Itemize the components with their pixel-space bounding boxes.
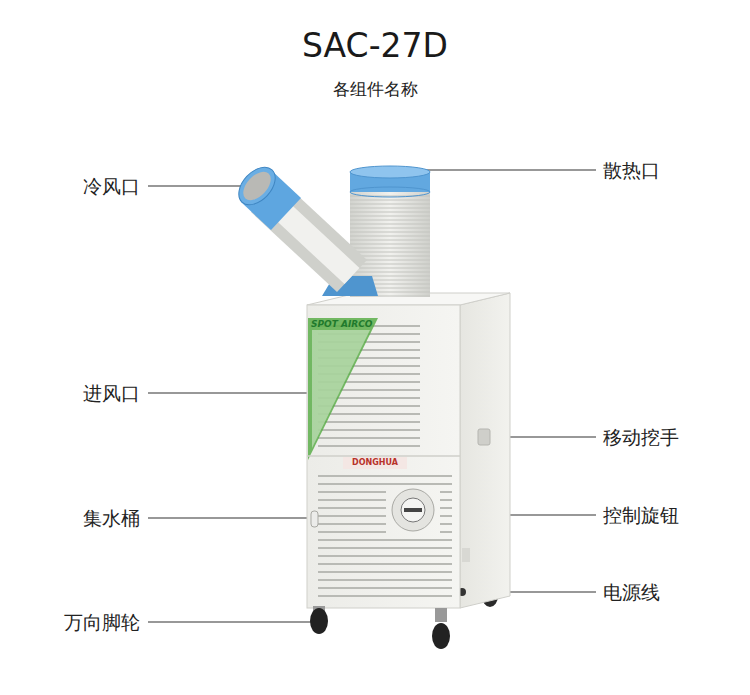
control-knob bbox=[401, 498, 425, 522]
panel-divider bbox=[307, 455, 460, 457]
subtitle: 各组件名称 bbox=[333, 79, 418, 99]
part-name: 移动挖手 bbox=[603, 426, 679, 449]
sticker-panel bbox=[312, 330, 370, 448]
brand-band bbox=[343, 457, 407, 469]
part-name: 万向脚轮 bbox=[64, 611, 140, 634]
bucket-handle bbox=[311, 511, 318, 527]
part-name: 集水桶 bbox=[83, 507, 140, 530]
sticker-text: SPOT AIRCO bbox=[311, 319, 373, 330]
brand-text: DONGHUA bbox=[352, 458, 398, 468]
front-panel bbox=[307, 305, 460, 608]
title: SAC-27D bbox=[302, 26, 448, 66]
cold-air-duct bbox=[232, 160, 378, 296]
side-panel bbox=[460, 293, 510, 608]
knob-grip bbox=[404, 508, 422, 512]
part-name: 电源线 bbox=[603, 581, 660, 604]
part-name: 控制旋钮 bbox=[603, 504, 679, 527]
side-label bbox=[462, 548, 470, 562]
part-name: 进风口 bbox=[83, 382, 140, 405]
part-name: 散热口 bbox=[603, 159, 660, 182]
leader-lines bbox=[148, 170, 596, 622]
lower-grille bbox=[318, 476, 452, 596]
sticker bbox=[308, 318, 378, 460]
caster-wheels-front bbox=[310, 606, 450, 649]
part-name: 冷风口 bbox=[83, 175, 140, 198]
side-handle bbox=[478, 429, 490, 445]
control-knob-plate bbox=[392, 489, 434, 531]
